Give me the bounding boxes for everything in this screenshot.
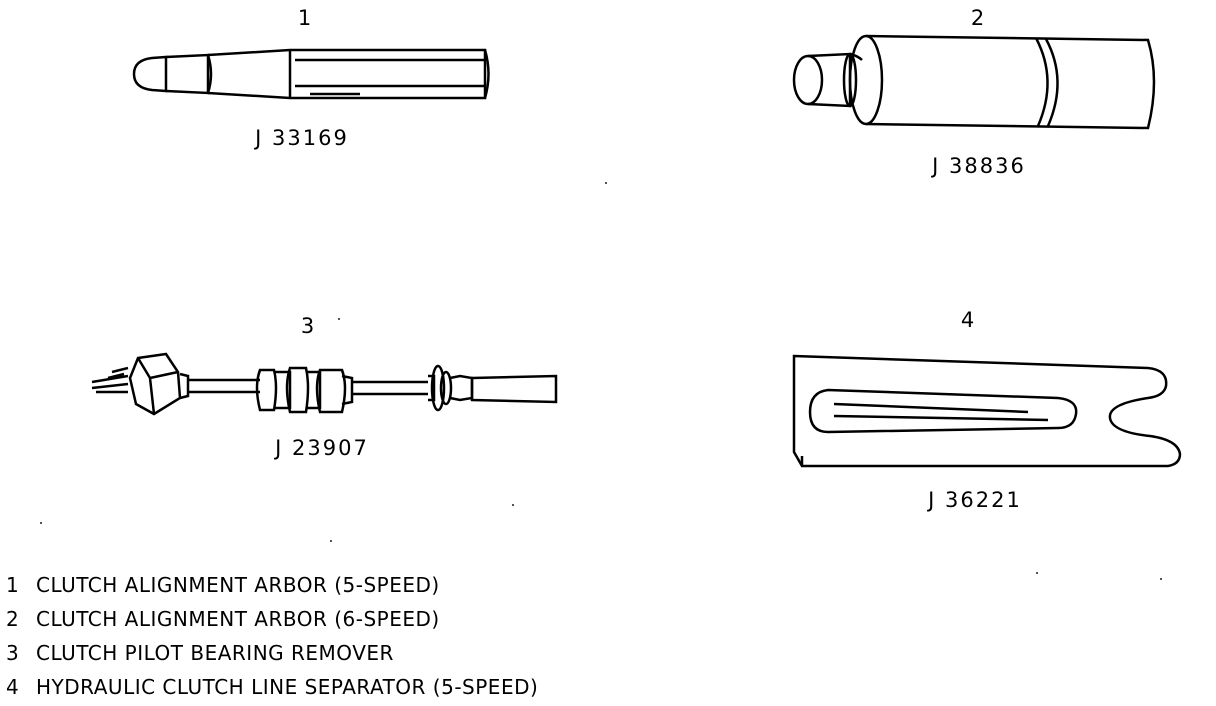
legend-item-4: 4 HYDRAULIC CLUTCH LINE SEPARATOR (5-SPEE… (6, 670, 538, 704)
legend-item-name: HYDRAULIC CLUTCH LINE SEPARATOR (5-SPEED… (36, 675, 539, 699)
legend-item-2: 2 CLUTCH ALIGNMENT ARBOR (6-SPEED) (6, 602, 538, 636)
scan-speck (1036, 572, 1038, 574)
tool-2-code: J 38836 (932, 154, 1026, 178)
tool-4-number: 4 (960, 308, 976, 332)
legend-item-3: 3 CLUTCH PILOT BEARING REMOVER (6, 636, 538, 670)
tool-1-number: 1 (297, 6, 313, 30)
hydraulic-clutch-line-separator-drawing (788, 352, 1188, 472)
legend-item-name: CLUTCH PILOT BEARING REMOVER (36, 641, 394, 665)
tool-2-number: 2 (970, 6, 986, 30)
scan-speck (330, 540, 332, 542)
legend-item-number: 2 (6, 607, 20, 631)
legend-item-number: 3 (6, 641, 20, 665)
tool-1-code: J 33169 (255, 126, 349, 150)
legend-item-number: 1 (6, 573, 20, 597)
legend-item-number: 4 (6, 675, 20, 699)
scan-speck (605, 182, 607, 184)
tool-3-number: 3 (300, 314, 316, 338)
legend-item-name: CLUTCH ALIGNMENT ARBOR (6-SPEED) (36, 607, 440, 631)
scan-speck (1160, 578, 1162, 580)
clutch-alignment-arbor-5-speed-drawing (130, 46, 490, 104)
scan-speck (338, 318, 340, 320)
scan-speck (40, 522, 42, 524)
legend-item-name: CLUTCH ALIGNMENT ARBOR (5-SPEED) (36, 573, 440, 597)
clutch-alignment-arbor-6-speed-drawing (788, 30, 1160, 136)
scan-speck (512, 504, 514, 506)
legend-item-1: 1 CLUTCH ALIGNMENT ARBOR (5-SPEED) (6, 568, 538, 602)
tool-3-code: J 23907 (275, 436, 369, 460)
tool-4-code: J 36221 (928, 488, 1022, 512)
clutch-pilot-bearing-remover-drawing (88, 348, 558, 422)
